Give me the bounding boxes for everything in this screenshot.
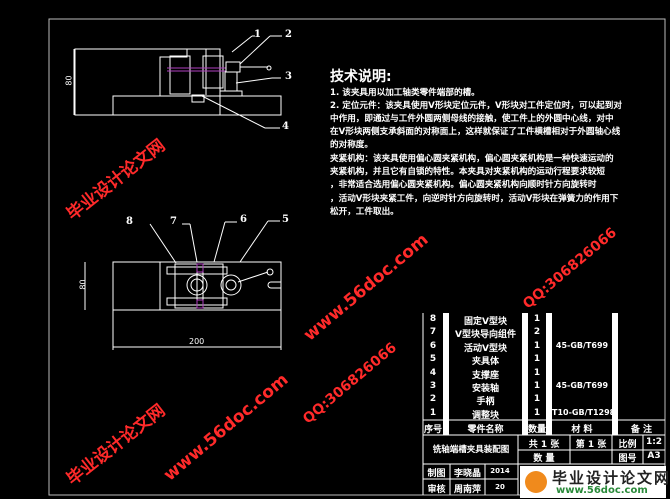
note-line: 中作用，即通过与工件外圆两侧母线的接触，使工件上的外圆中心线，对中 bbox=[330, 114, 614, 124]
note-line: 1. 该夹具用以加工轴类零件端部的槽。 bbox=[330, 88, 480, 98]
bom-divider bbox=[612, 313, 618, 435]
bom-header-qty: 数量 bbox=[528, 425, 547, 435]
bom-divider bbox=[546, 313, 552, 435]
bom-divider bbox=[522, 313, 528, 435]
drawn-label: 制图 bbox=[427, 469, 446, 479]
quantity-label: 数 量 bbox=[533, 454, 555, 464]
notes-title: 技术说明: bbox=[330, 69, 392, 85]
note-line: 夹紧机构，并且它有自锁的特性。本夹具对夹紧机构的运动行程要求较短 bbox=[330, 167, 606, 177]
sheets-total: 共 1 张 bbox=[528, 440, 560, 450]
bom-divider bbox=[443, 313, 449, 435]
part-label: 5 bbox=[282, 214, 289, 225]
part-label: 4 bbox=[282, 121, 289, 132]
bom-cell-no: 5 bbox=[429, 354, 437, 365]
bom-header-remark: 备 注 bbox=[630, 425, 653, 435]
bom-cell-qty: 2 bbox=[533, 327, 541, 338]
bom-cell-name: 夹具体 bbox=[471, 357, 499, 368]
drawing-frame bbox=[48, 18, 666, 496]
bom-cell-name: V型块导向组件 bbox=[455, 330, 516, 341]
note-line: 2. 定位元件：该夹具使用V形块定位元件，V形块对工件定位时，可以起到对 bbox=[330, 101, 622, 111]
checked-label: 审核 bbox=[427, 485, 446, 495]
bom-cell-name: 支撑座 bbox=[471, 370, 499, 381]
bom-cell-material: T10-GB/T1298 bbox=[552, 407, 616, 417]
scale-value: 1:2 bbox=[645, 437, 663, 447]
note-line: ，非常适合选用偏心圆夹紧机构。偏心圆夹紧机构向顺时针方向旋转时 bbox=[330, 180, 597, 190]
bom-cell-name: 手柄 bbox=[476, 397, 495, 408]
top-view bbox=[84, 220, 282, 350]
bom-cell-no: 6 bbox=[429, 340, 437, 351]
bom-cell-qty: 1 bbox=[533, 367, 541, 378]
part-label: 6 bbox=[240, 214, 247, 225]
drawn-date: 2014 bbox=[490, 467, 510, 475]
bom-cell-material: 45-GB/T699 bbox=[555, 340, 609, 350]
scale-label: 比例 bbox=[618, 440, 637, 450]
bom-cell-no: 7 bbox=[429, 327, 437, 338]
bom-cell-name: 调整块 bbox=[471, 410, 499, 421]
bom-cell-no: 4 bbox=[429, 367, 437, 378]
drawing-no-label: 图号 bbox=[618, 454, 637, 464]
bom-header-no: 序号 bbox=[423, 425, 442, 435]
drawing-no: A3 bbox=[647, 451, 661, 461]
sheet-no: 第 1 张 bbox=[575, 440, 607, 450]
bom-cell-name: 固定V型块 bbox=[464, 317, 507, 327]
bom-cell-qty: 1 bbox=[533, 381, 541, 391]
note-line: 的对称度。 bbox=[330, 140, 373, 150]
bom-cell-material: 45-GB/T699 bbox=[555, 381, 609, 390]
dim-height: 80 bbox=[64, 75, 74, 86]
bom-cell-no: 3 bbox=[429, 381, 437, 391]
bom-grid bbox=[422, 313, 665, 495]
bom-cell-no: 8 bbox=[429, 314, 437, 324]
checked-date: 20 bbox=[495, 483, 505, 491]
site-logo: 毕业设计论文网 www.56doc.com bbox=[520, 466, 669, 498]
bom-cell-no: 2 bbox=[429, 394, 437, 405]
bom-cell-qty: 1 bbox=[533, 354, 541, 365]
note-line: 在V形块两侧支承斜面的对称面上，这样就保证了工件横槽相对于外圆轴心线 bbox=[330, 127, 621, 137]
logo-url: www.56doc.com bbox=[556, 485, 648, 496]
bom-header-material: 材 料 bbox=[571, 425, 593, 435]
part-label: 3 bbox=[285, 71, 292, 82]
bom-cell-no: 1 bbox=[429, 407, 437, 418]
part-label: 8 bbox=[126, 216, 133, 227]
bom-header-name: 零件名称 bbox=[467, 425, 504, 435]
bom-cell-qty: 1 bbox=[533, 340, 541, 351]
part-label: 2 bbox=[285, 29, 292, 40]
checked-by: 周南萍 bbox=[453, 485, 481, 495]
drawing-name: 铣轴端槽夹具装配图 bbox=[432, 445, 510, 455]
bom-cell-name: 安装轴 bbox=[471, 384, 499, 394]
note-line: ，活动V形块夹紧工件，向逆时针方向旋转时，活动V形块在弹簧力的作用下 bbox=[330, 194, 619, 204]
logo-text: 毕业设计论文网 bbox=[552, 469, 670, 487]
bom-cell-name: 活动V型块 bbox=[464, 343, 507, 354]
drawn-by: 李晓晶 bbox=[453, 469, 481, 479]
dim-width: 200 bbox=[189, 337, 205, 346]
note-line: 松开，工件取出。 bbox=[330, 207, 399, 217]
part-label: 7 bbox=[170, 216, 177, 227]
bom-cell-qty: 1 bbox=[533, 407, 541, 418]
logo-icon bbox=[525, 471, 547, 493]
part-label: 1 bbox=[254, 29, 261, 40]
bom-cell-qty: 1 bbox=[533, 314, 541, 324]
dim-height: 80 bbox=[78, 279, 88, 290]
note-line: 夹紧机构：该夹具使用偏心圆夹紧机构，偏心圆夹紧机构是一种快速运动的 bbox=[330, 154, 614, 164]
front-view bbox=[73, 35, 282, 129]
bom-cell-qty: 1 bbox=[533, 394, 541, 405]
